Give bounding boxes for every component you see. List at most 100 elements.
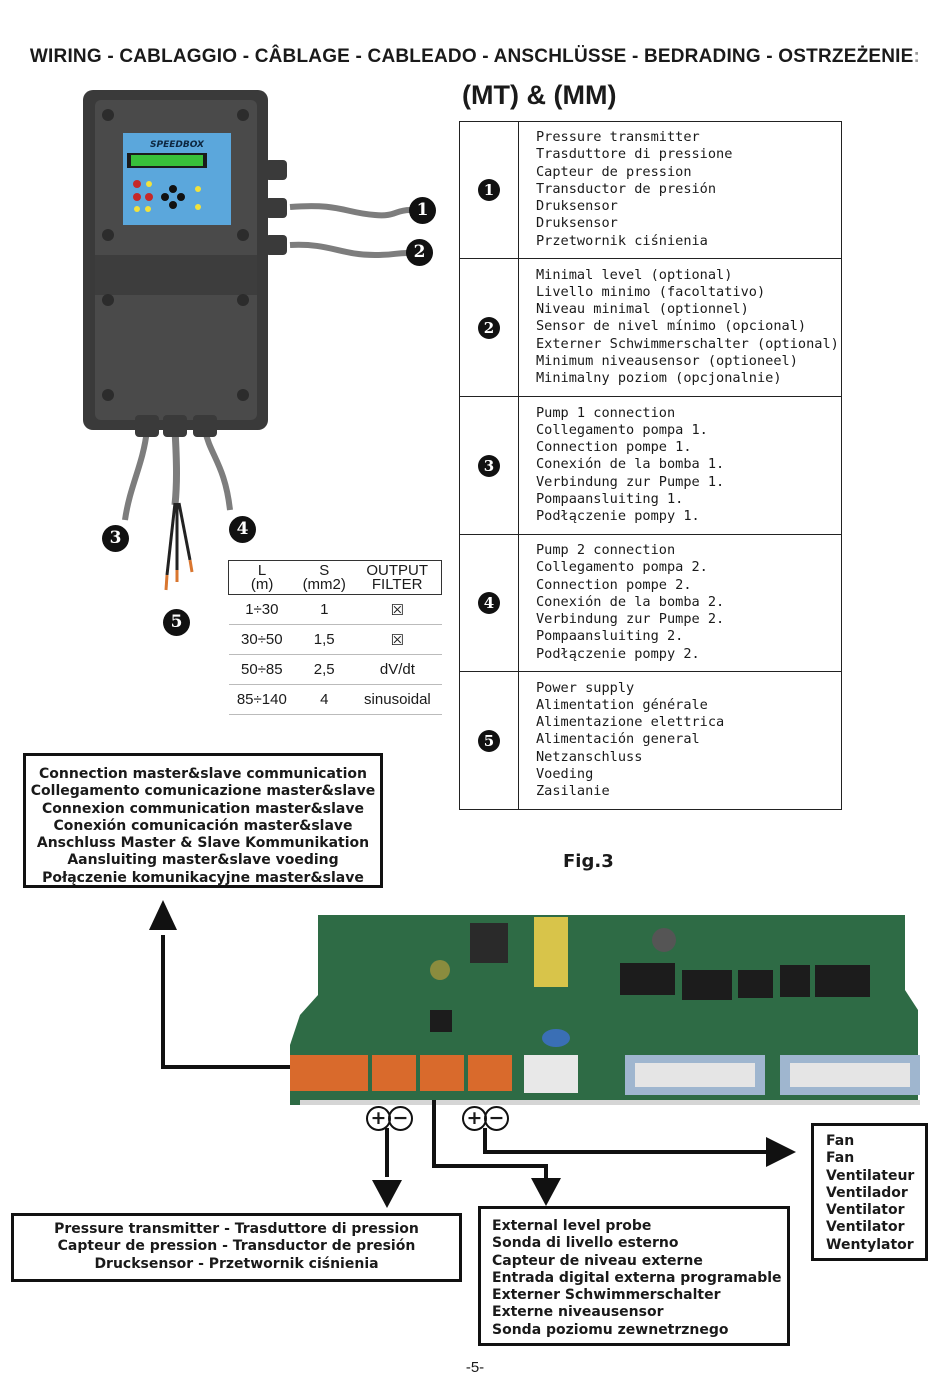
pcb-pad [430, 960, 450, 980]
fan-connector [468, 1055, 512, 1091]
pcb-chip [738, 970, 773, 998]
panel-led [195, 186, 201, 192]
panel-led [145, 206, 151, 212]
ribbon-connector-inner [635, 1063, 755, 1087]
pressure-transmitter-box: Pressure transmitter - Trasduttore di pr… [11, 1213, 462, 1282]
cable-2 [289, 241, 408, 259]
ribbon-connector-inner [790, 1063, 910, 1087]
pcb-capacitor [652, 928, 676, 952]
cable-gland-side [265, 160, 287, 180]
comm-connector [290, 1055, 368, 1091]
minus-icon: − [388, 1106, 413, 1131]
circuit-board-diagram [149, 900, 920, 1208]
callout-2: 2 [406, 239, 433, 266]
arrowhead-down [372, 1180, 402, 1208]
pcb-component [470, 923, 508, 963]
figure-label: Fig.3 [563, 851, 614, 872]
col-header-section: S(mm2) [295, 560, 354, 595]
master-slave-box: Connection master&slave communication Co… [23, 753, 383, 888]
level-connector [420, 1055, 464, 1091]
nav-button-up [169, 185, 177, 193]
callout-4: 4 [229, 516, 256, 543]
panel-button [133, 193, 141, 201]
screw-tl [102, 109, 114, 121]
nav-button-down [169, 201, 177, 209]
arrow-level [432, 1100, 548, 1180]
legend-number-badge: 3 [478, 454, 500, 477]
arrowhead-up [149, 900, 177, 930]
callout-3: 3 [102, 525, 129, 552]
pcb-chip [815, 965, 870, 997]
screw-tr [237, 109, 249, 121]
pcb-edge [300, 1100, 920, 1105]
panel-led [134, 206, 140, 212]
arrow-fan [483, 1128, 768, 1154]
sensor-connector [372, 1055, 416, 1091]
col-header-length: L(m) [228, 560, 296, 595]
wire-tip-c [188, 559, 194, 573]
nav-button-right [177, 193, 185, 201]
level-probe-box: External level probe Sonda di livello es… [478, 1206, 790, 1346]
wire-5c [177, 502, 192, 561]
panel-button [145, 193, 153, 201]
arrowhead-right [766, 1137, 796, 1167]
legend-text: Minimal level (optional)Livello minimo (… [518, 258, 842, 397]
cable-1 [289, 203, 411, 219]
page-title: WIRING - CABLAGGIO - CÂBLAGE - CABLEADO … [0, 46, 950, 68]
pcb-chip [682, 970, 732, 1000]
control-panel [123, 133, 231, 225]
model-subtitle: (MT) & (MM) [462, 80, 617, 110]
title-colon: : [913, 46, 921, 67]
brand-label: SPEEDBOX [150, 140, 205, 150]
pcb-chip [780, 965, 810, 997]
legend-row: 2 Minimal level (optional)Livello minimo… [459, 258, 842, 397]
cable-4 [202, 429, 233, 511]
page-number: -5- [465, 1359, 485, 1376]
dc-bus-connector [524, 1055, 578, 1093]
screw-bl [102, 294, 114, 306]
panel-led [195, 204, 201, 210]
pcb-capacitor-blue [542, 1029, 570, 1047]
screw-br [237, 294, 249, 306]
legend-number-badge: 1 [478, 179, 500, 201]
cable-gland-side [265, 235, 287, 255]
screw-bbr [237, 389, 249, 401]
cable-gland-side [265, 198, 287, 218]
pcb-chip [620, 963, 675, 995]
cable-gland-bottom [135, 415, 159, 437]
legend-number-badge: 2 [478, 316, 500, 339]
arrow-master-slave [161, 935, 290, 1069]
callout-1: 1 [409, 197, 436, 224]
callout-5: 5 [163, 609, 190, 636]
arrowhead-down [531, 1178, 561, 1206]
panel-button [133, 180, 141, 188]
speedbox-device-illustration: SPEEDBOX [83, 90, 411, 591]
pcb-chip [430, 1010, 452, 1032]
wire-tip-a [164, 574, 169, 591]
pcb-transformer [534, 917, 568, 987]
screw-ml [102, 229, 114, 241]
legend-number-badge: 4 [478, 592, 500, 614]
cable-3 [122, 429, 150, 521]
fan-box: Fan Fan Ventilateur Ventilador Ventilato… [811, 1123, 928, 1261]
wire-5a [165, 502, 177, 576]
nav-button-left [161, 193, 169, 201]
lcd-display [131, 155, 203, 166]
page-title-text: WIRING - CABLAGGIO - CÂBLAGE - CABLEADO … [29, 46, 914, 67]
cable-5 [171, 429, 180, 506]
